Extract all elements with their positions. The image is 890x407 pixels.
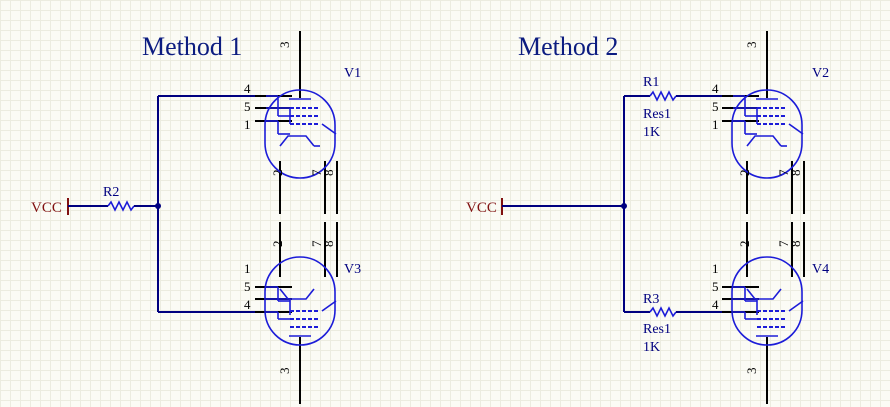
v4-labels: V4 3 1 5 4 2 7 8 (712, 240, 829, 374)
v4-tube[interactable] (721, 221, 805, 405)
r3-resistor[interactable] (649, 307, 677, 317)
v3-pin-top-2: 7 (309, 240, 324, 247)
v3-labels: V3 3 1 5 4 2 7 8 (244, 240, 361, 374)
vcc-right-label: VCC (466, 200, 497, 216)
v1-designator: V1 (344, 66, 361, 81)
v2-pin-bottom-2: 7 (776, 169, 791, 176)
v1-pin-bottom-2: 7 (309, 169, 324, 176)
v3-designator: V3 (344, 262, 361, 277)
v3-tube[interactable] (254, 221, 338, 405)
v2-labels: V2 3 4 5 1 2 7 8 (712, 42, 829, 177)
v1-pin-bottom-1: 2 (270, 170, 285, 177)
v3-pin-left-2: 5 (244, 279, 251, 294)
v2-tube[interactable] (721, 30, 805, 215)
vcc-right-port[interactable]: VCC (466, 198, 503, 216)
r2-designator: R2 (103, 185, 119, 200)
vcc-left-port[interactable]: VCC (31, 198, 69, 216)
v1-pin-left-2: 5 (244, 99, 251, 114)
v2-pin-bottom-3: 8 (788, 170, 803, 177)
r3-comment: Res1 (643, 322, 671, 337)
v4-pin-left-3: 4 (712, 297, 719, 312)
v1-pin-left-3: 1 (244, 117, 251, 132)
r1-labels: R1 Res1 1K (643, 75, 671, 140)
v1-pin-top: 3 (277, 42, 292, 49)
v3-pin-left-1: 1 (244, 261, 251, 276)
v4-designator: V4 (812, 262, 829, 277)
v3-pin-bottom: 3 (277, 368, 292, 375)
v2-designator: V2 (812, 66, 829, 81)
v4-pin-bottom: 3 (744, 368, 759, 375)
v1-pin-left-1: 4 (244, 81, 251, 96)
v1-labels: V1 3 4 5 1 2 7 8 (244, 42, 361, 177)
v3-pin-top-3: 8 (321, 241, 336, 248)
r1-designator: R1 (643, 75, 659, 90)
r2-resistor[interactable] (107, 201, 135, 211)
v2-pin-left-3: 1 (712, 117, 719, 132)
method1-title: Method 1 (142, 32, 242, 61)
r3-designator: R3 (643, 292, 659, 307)
method2-title: Method 2 (518, 32, 618, 61)
v4-pin-left-1: 1 (712, 261, 719, 276)
v1-pin-bottom-3: 8 (321, 170, 336, 177)
v3-pin-left-3: 4 (244, 297, 251, 312)
r1-value: 1K (643, 125, 660, 140)
v2-pin-top: 3 (744, 42, 759, 49)
v4-pin-top-1: 2 (737, 241, 752, 248)
v2-pin-left-1: 4 (712, 81, 719, 96)
r1-comment: Res1 (643, 107, 671, 122)
r3-labels: R3 Res1 1K (643, 292, 671, 355)
v1-tube[interactable] (254, 30, 338, 215)
v3-pin-top-1: 2 (270, 241, 285, 248)
vcc-left-label: VCC (31, 200, 62, 216)
v4-pin-top-2: 7 (776, 240, 791, 247)
v2-pin-left-2: 5 (712, 99, 719, 114)
v4-pin-left-2: 5 (712, 279, 719, 294)
r3-value: 1K (643, 340, 660, 355)
v4-pin-top-3: 8 (788, 241, 803, 248)
v2-pin-bottom-1: 2 (737, 170, 752, 177)
r1-resistor[interactable] (649, 91, 677, 101)
